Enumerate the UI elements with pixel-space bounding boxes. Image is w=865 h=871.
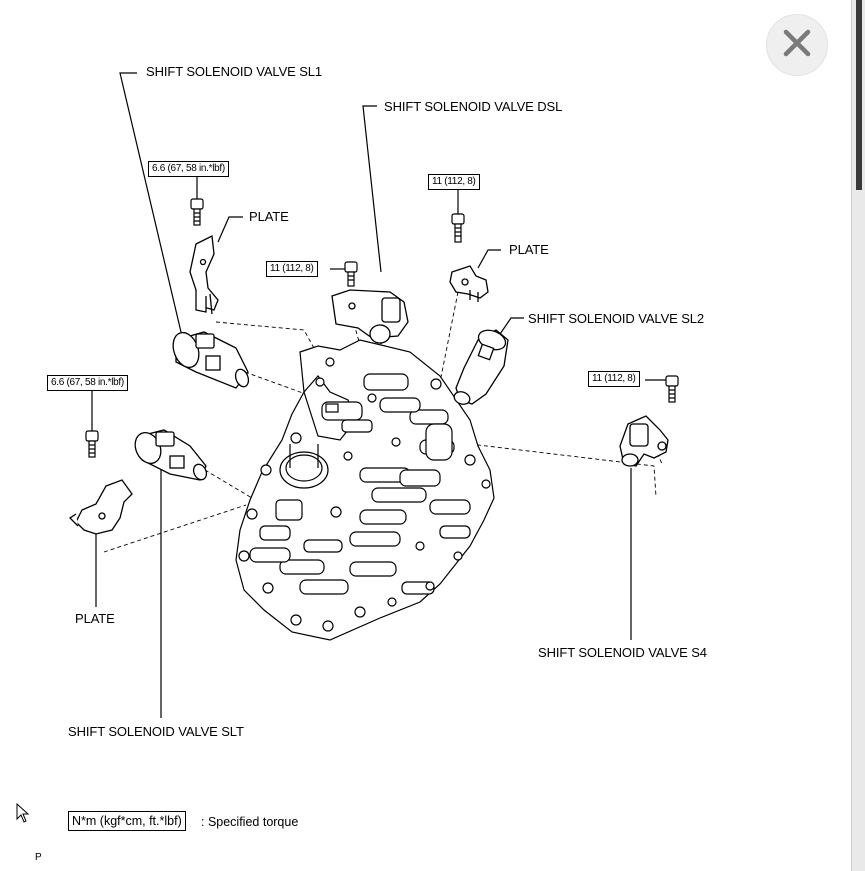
torque-sl2-bolt: 11 (112, 8) [428,174,480,190]
solenoid-sl1-drawing [172,331,250,389]
close-button[interactable] [766,14,828,76]
label-plate-top: PLATE [249,209,289,224]
label-solenoid-slt: SHIFT SOLENOID VALVE SLT [68,724,244,739]
label-plate-right: PLATE [509,242,549,257]
torque-dsl-bolt: 11 (112, 8) [266,261,318,277]
bolt-left-drawing [85,430,99,458]
valve-body [235,339,495,641]
torque-mid-left: 6.6 (67, 58 in.*lbf) [47,375,128,391]
label-solenoid-s4: SHIFT SOLENOID VALVE S4 [538,645,707,660]
leader-lines [91,72,666,718]
torque-s4-bolt: 11 (112, 8) [588,371,640,387]
legend-torque-unit: N*m (kgf*cm, ft.*lbf) [68,811,186,831]
close-icon [783,29,811,57]
label-solenoid-dsl: SHIFT SOLENOID VALVE DSL [384,99,563,114]
page-code: P [35,852,42,863]
plate-right-drawing [449,265,489,302]
scrollbar[interactable] [851,0,865,871]
torque-top-left: 6.6 (67, 58 in.*lbf) [148,161,229,177]
solenoid-dsl-drawing [331,289,409,344]
bolt-s4-drawing [665,375,679,403]
label-solenoid-sl1: SHIFT SOLENOID VALVE SL1 [146,64,323,79]
bolt-dsl-drawing [344,261,358,287]
solenoid-sl2-drawing [453,329,509,405]
solenoid-slt-drawing [134,429,208,481]
plate-top-left-drawing [189,235,219,315]
label-solenoid-sl2: SHIFT SOLENOID VALVE SL2 [528,311,705,326]
bolt-right-drawing [451,213,465,243]
mouse-cursor-icon [16,803,30,823]
label-plate-left: PLATE [75,611,115,626]
solenoid-s4-drawing [619,415,669,467]
bolt-top-left-drawing [190,198,204,226]
scrollbar-thumb[interactable] [856,0,862,190]
plate-left-drawing [68,479,133,535]
legend-description: : Specified torque [201,815,299,829]
